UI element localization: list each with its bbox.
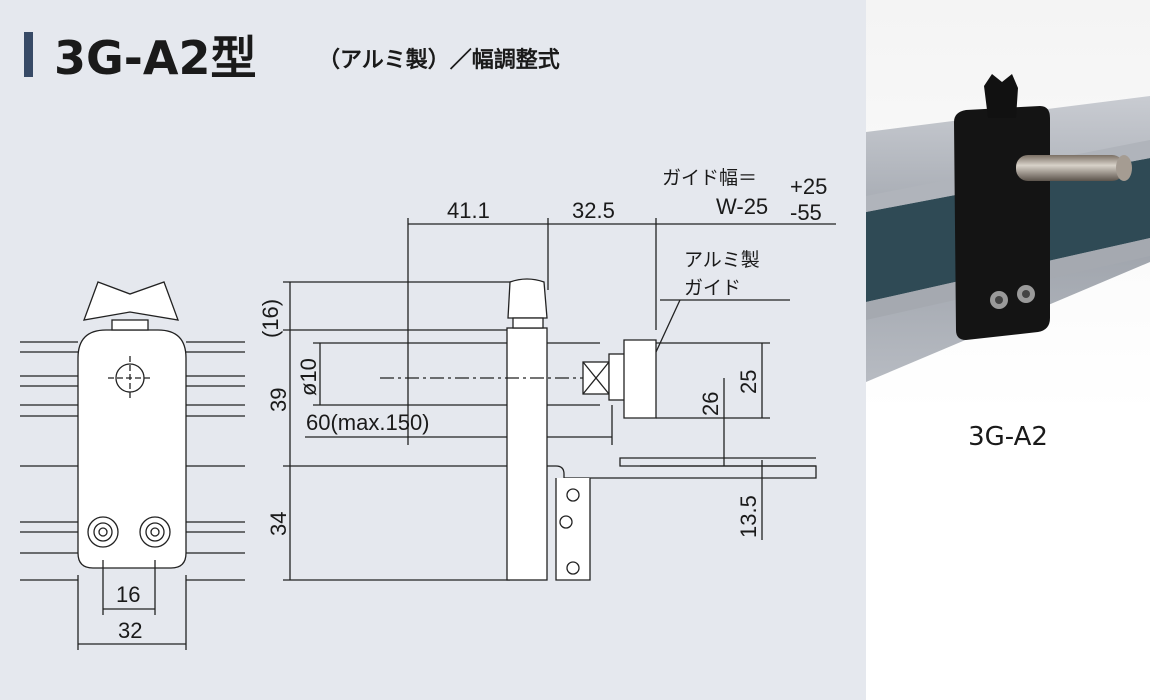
dim-60-max150: 60(max.150) <box>306 410 430 435</box>
front-view-bolts <box>87 516 171 548</box>
guide-width-plus: +25 <box>790 174 827 199</box>
dim-39: 39 <box>266 388 291 412</box>
technical-drawing: 41.1 32.5 (16) 39 ø10 60(max.150) 34 26 … <box>20 167 836 650</box>
dim-26: 26 <box>698 392 723 416</box>
guide-width-label: ガイド幅＝ <box>662 167 757 189</box>
dim-13-5: 13.5 <box>736 495 761 538</box>
front-view-shaft-hole <box>108 356 152 400</box>
dim-16-paren: (16) <box>258 299 283 338</box>
material-note-line1: アルミ製 <box>684 249 760 271</box>
side-view-guide-rail <box>547 457 817 581</box>
dim-34: 34 <box>266 512 291 536</box>
guide-width-value: W-25 <box>716 194 768 219</box>
front-view-rails <box>20 341 245 581</box>
side-view-stand <box>506 278 548 581</box>
front-view-bracket <box>77 329 187 569</box>
side-view-extensions <box>283 218 836 581</box>
front-view-knob <box>83 281 179 321</box>
dim-16: 16 <box>116 582 140 607</box>
dim-phi10: ø10 <box>296 358 321 396</box>
dim-32: 32 <box>118 618 142 643</box>
product-photo <box>866 0 1150 414</box>
page-title: 3G-A2型 <box>54 31 257 85</box>
dim-25: 25 <box>736 370 761 394</box>
side-view-right-dims <box>640 299 816 540</box>
material-note-line2: ガイド <box>684 277 741 299</box>
dim-41-1: 41.1 <box>447 198 490 223</box>
page-subtitle: （アルミ製）／幅調整式 <box>318 48 560 73</box>
photo-bracket <box>954 74 1132 340</box>
side-view-shaft <box>380 339 657 419</box>
guide-width-minus: -55 <box>790 200 822 225</box>
dim-32-5: 32.5 <box>572 198 615 223</box>
photo-caption: 3G-A2 <box>968 422 1048 452</box>
front-view-dimensions <box>77 560 187 650</box>
title-accent-bar <box>24 32 33 77</box>
